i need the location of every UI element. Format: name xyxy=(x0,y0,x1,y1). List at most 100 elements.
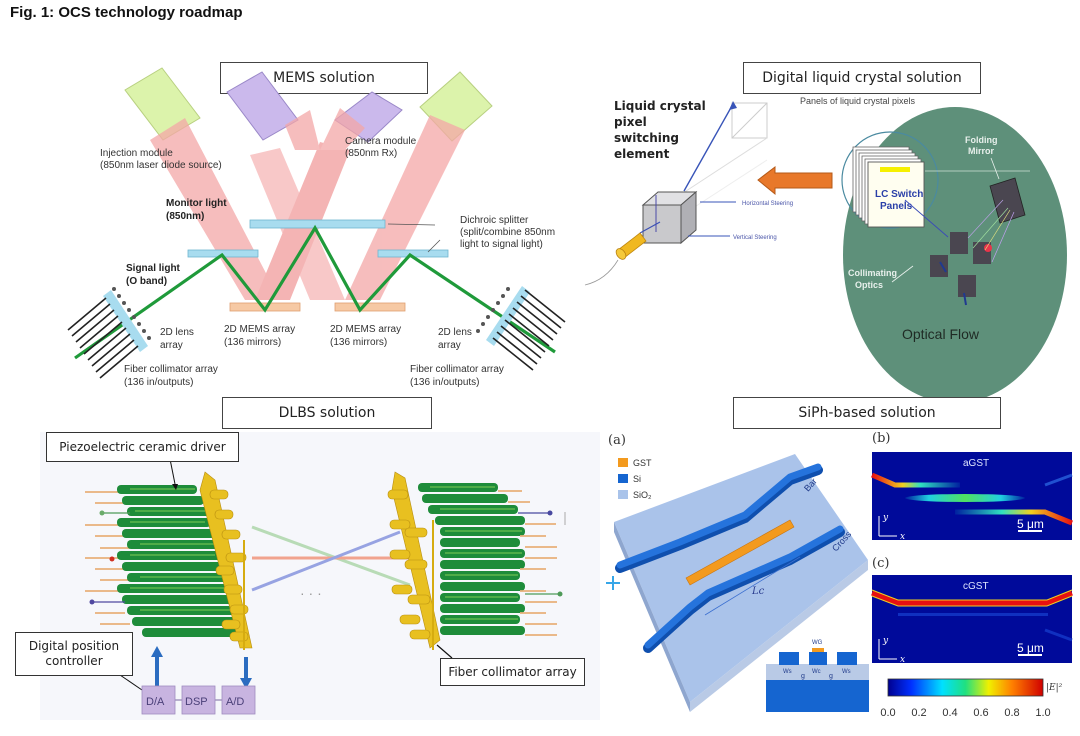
fiber-array-left-label: Fiber collimator array (136 in/outputs) xyxy=(124,364,221,388)
siph-heading: SiPh-based solution xyxy=(733,397,1001,429)
optical-elements xyxy=(904,199,1015,306)
collimating-optics-pointer xyxy=(891,265,914,283)
fiber-array-pointer xyxy=(436,644,453,659)
mems-heading: MEMS solution xyxy=(220,62,428,94)
vertical-steering-label: Vertical Steering xyxy=(733,235,777,241)
monitor-light-beams xyxy=(150,108,465,300)
injection-module-left xyxy=(124,67,201,141)
siph-panel-b-label: (b) xyxy=(872,431,890,446)
gst-strip xyxy=(685,519,795,586)
cgst-title: cGST xyxy=(963,581,989,592)
fiber-array-callout: Fiber collimator array xyxy=(440,658,585,686)
optical-flow-disc xyxy=(843,107,1067,403)
colorbar-tick-label: 0.6 xyxy=(973,707,988,719)
legend-gst: GST xyxy=(633,458,652,468)
lc-switch-panels-label: LC Switch Panels xyxy=(875,189,926,212)
dlbs-collimator-right xyxy=(387,471,441,650)
cgst-axis-y: y xyxy=(882,636,889,646)
dlbs-ellipsis: · · · xyxy=(300,585,322,601)
siph-panel-c-label: (c) xyxy=(872,556,889,571)
monitor-light-label: Monitor light (850nm) xyxy=(166,198,229,222)
optical-flow-label: Optical Flow xyxy=(902,326,980,342)
mems-array-left-label: 2D MEMS array (136 mirrors) xyxy=(224,324,298,348)
colorbar-tick-label: 0.2 xyxy=(911,707,926,719)
signal-light-label: Signal light (O band) xyxy=(126,263,183,287)
siph-panel-a-label: (a) xyxy=(608,433,626,448)
lc-panels-circle xyxy=(841,131,939,229)
lc-dimension-line xyxy=(704,556,801,616)
colorbar-tick-label: 0.8 xyxy=(1004,707,1019,719)
collimating-optics-label: Collimating Optics xyxy=(848,268,900,290)
port-bar-label: Bar xyxy=(802,476,819,493)
agst-title: aGST xyxy=(963,458,989,469)
lc-dimension-label: Lc xyxy=(751,586,765,597)
lc-switch-panels xyxy=(852,146,925,228)
colorbar-tick-label: 0.0 xyxy=(880,707,895,719)
cs-ws-right: Ws xyxy=(842,669,851,675)
fiber-collimator-array-right xyxy=(476,286,566,371)
port-cross-label: Cross xyxy=(830,529,853,554)
colorbar-tick-label: 1.0 xyxy=(1035,707,1050,719)
dichroic-splitter-right xyxy=(377,249,449,258)
siph-waveguides xyxy=(615,463,845,653)
legend-sio2: SiO₂ xyxy=(633,490,652,500)
dlbs-signal-chain xyxy=(141,685,256,715)
cgst-axis-x: x xyxy=(900,655,905,665)
piezo-driver-callout: Piezoelectric ceramic driver xyxy=(46,432,239,462)
injection-module-right xyxy=(419,71,493,142)
controller-line-1: Digital position xyxy=(28,639,120,653)
splitter-pointer-top xyxy=(387,223,436,226)
cs-gap-right: g xyxy=(829,673,833,680)
colorbar-label: |E|² xyxy=(1046,683,1063,693)
agst-scale: 5 μm xyxy=(1017,517,1044,531)
cs-gap-left: g xyxy=(801,673,805,680)
folding-mirror-pointer xyxy=(990,157,1000,180)
cs-ws-left: Ws xyxy=(783,669,792,675)
fiber-array-right-label: Fiber collimator array (136 in/outputs) xyxy=(410,364,507,388)
signal-light-path xyxy=(74,224,556,360)
colorbar xyxy=(887,678,1044,697)
mems-array-left xyxy=(229,302,301,312)
colorbar-tick-label: 0.4 xyxy=(942,707,957,719)
block-dsp: DSP xyxy=(185,696,208,708)
dlbs-beams xyxy=(251,525,411,592)
dlc-orange-arrow xyxy=(757,165,833,196)
dlbs-fiber-bundle-left xyxy=(85,485,244,637)
lc-projection xyxy=(679,101,768,211)
siph-field-map-cgst xyxy=(871,575,1073,663)
dichroic-splitter-left xyxy=(187,249,259,258)
axis-cross-icon xyxy=(606,576,620,590)
lens-array-right-label: 2D lens array xyxy=(438,327,475,351)
fiber-collimator-array-left xyxy=(67,287,151,379)
folding-mirror-label: Folding Mirror xyxy=(965,135,1000,156)
agst-axis-x: x xyxy=(900,532,905,542)
dichroic-splitter-top xyxy=(249,219,386,229)
controller-line-2: controller xyxy=(45,654,103,668)
horizontal-steering-label: Horizontal Steering xyxy=(742,201,793,207)
panels-caption: Panels of liquid crystal pixels xyxy=(800,96,916,106)
figure-title: Fig. 1: OCS technology roadmap xyxy=(10,4,243,21)
cs-wc: Wc xyxy=(812,669,821,675)
folding-mirror xyxy=(989,177,1026,224)
agst-axis-y: y xyxy=(882,513,889,523)
piezo-pointer-head xyxy=(172,484,178,490)
block-ad: A/D xyxy=(226,696,244,708)
lc-element-label: Liquid crystal pixel switching element xyxy=(614,99,710,161)
mems-array-right-label: 2D MEMS array (136 mirrors) xyxy=(330,324,404,348)
legend-si: Si xyxy=(633,474,641,484)
injection-module-label: Injection module (850nm laser diode sour… xyxy=(100,148,222,171)
lc-pixel-cube xyxy=(641,190,698,245)
siph-device-slab xyxy=(614,454,868,712)
lens-array-left-label: 2D lens array xyxy=(160,327,197,351)
dlbs-heading: DLBS solution xyxy=(222,397,432,429)
dichroic-splitter-label: Dichroic splitter (split/combine 850nm l… xyxy=(460,215,558,250)
controller-pointer xyxy=(119,674,143,691)
siph-field-map-agst xyxy=(871,452,1073,540)
splitter-pointer-right xyxy=(427,239,441,253)
siph-legend xyxy=(618,458,628,499)
dlbs-collimator-left xyxy=(199,471,253,650)
controller-callout: Digital position controller xyxy=(15,632,133,676)
piezo-pointer xyxy=(169,458,176,485)
cgst-scale: 5 μm xyxy=(1017,641,1044,655)
